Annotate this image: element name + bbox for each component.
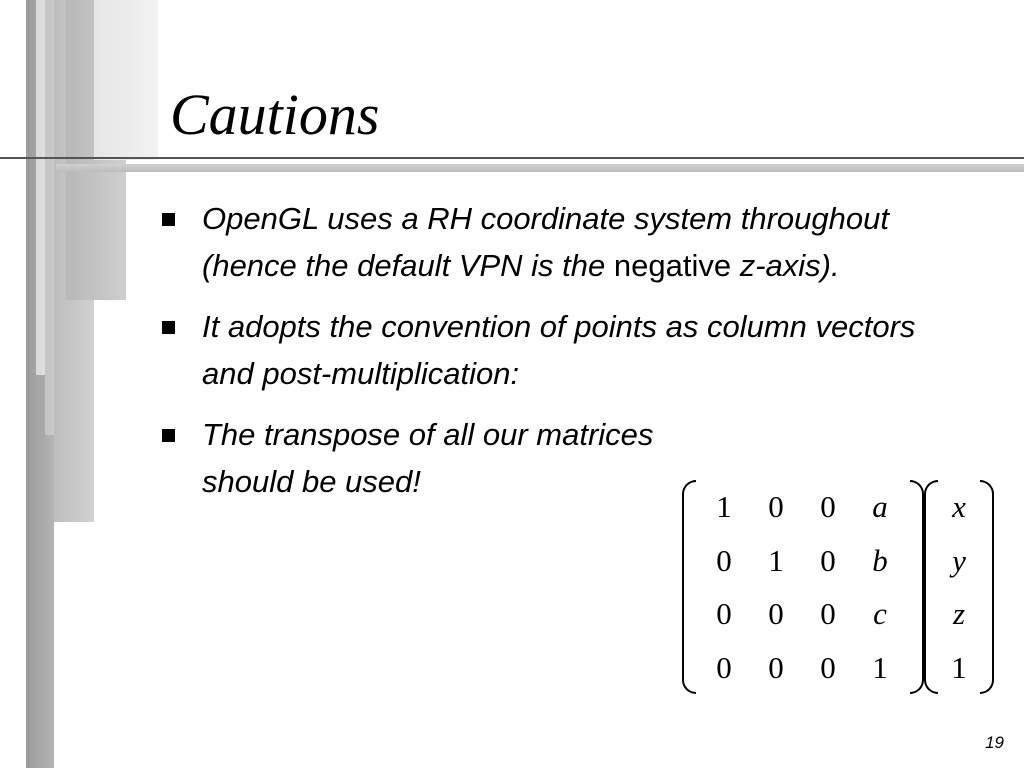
matrix-cell: 1 <box>716 489 732 525</box>
matrix-cell: 1 <box>768 542 784 578</box>
bullet-text: OpenGL uses a RH coordinate system throu… <box>202 201 889 283</box>
bullet-list: OpenGL uses a RH coordinate system throu… <box>160 195 940 519</box>
page-number: 19 <box>985 733 1004 752</box>
vector-cell: z <box>952 596 966 632</box>
matrix-cell: 0 <box>716 596 732 632</box>
bullet-item: OpenGL uses a RH coordinate system throu… <box>160 195 940 289</box>
matrix-cell: b <box>872 542 888 578</box>
matrix-cell: 0 <box>716 649 732 685</box>
right-paren <box>910 480 924 694</box>
bullet-text: It adopts the convention of points as co… <box>202 309 916 391</box>
square-bullet-icon <box>162 429 175 442</box>
decorative-bar <box>94 0 158 160</box>
left-paren <box>682 480 696 694</box>
square-bullet-icon <box>162 213 175 226</box>
right-paren <box>980 480 994 694</box>
matrix-cell: 0 <box>768 649 784 685</box>
matrix-cell: 0 <box>768 489 784 525</box>
matrix-cell: 1 <box>872 649 888 685</box>
matrix-cell: 0 <box>820 542 836 578</box>
matrix-cell: a <box>872 489 888 525</box>
matrix-cell: c <box>873 596 887 632</box>
matrix-cell: 0 <box>820 649 836 685</box>
title-divider-shadow <box>56 164 1024 172</box>
title-divider <box>0 157 1024 159</box>
vector-cell: x <box>952 489 966 525</box>
slide-title: Cautions <box>170 82 380 147</box>
vector-cell: 1 <box>951 649 967 685</box>
matrix-cell: 0 <box>768 596 784 632</box>
bullet-text: The transpose of all our matrices should… <box>202 417 654 499</box>
bullet-text: z-axis). <box>739 248 840 283</box>
bullet-item: The transpose of all our matrices should… <box>160 411 940 505</box>
bullet-item: It adopts the convention of points as co… <box>160 303 940 397</box>
matrix-cell: 0 <box>820 489 836 525</box>
matrix-cell: 0 <box>716 542 732 578</box>
vector-cell: y <box>952 542 966 578</box>
matrix-cell: 0 <box>820 596 836 632</box>
square-bullet-icon <box>162 321 175 334</box>
bullet-text: negative <box>613 248 732 283</box>
left-paren <box>924 480 938 694</box>
